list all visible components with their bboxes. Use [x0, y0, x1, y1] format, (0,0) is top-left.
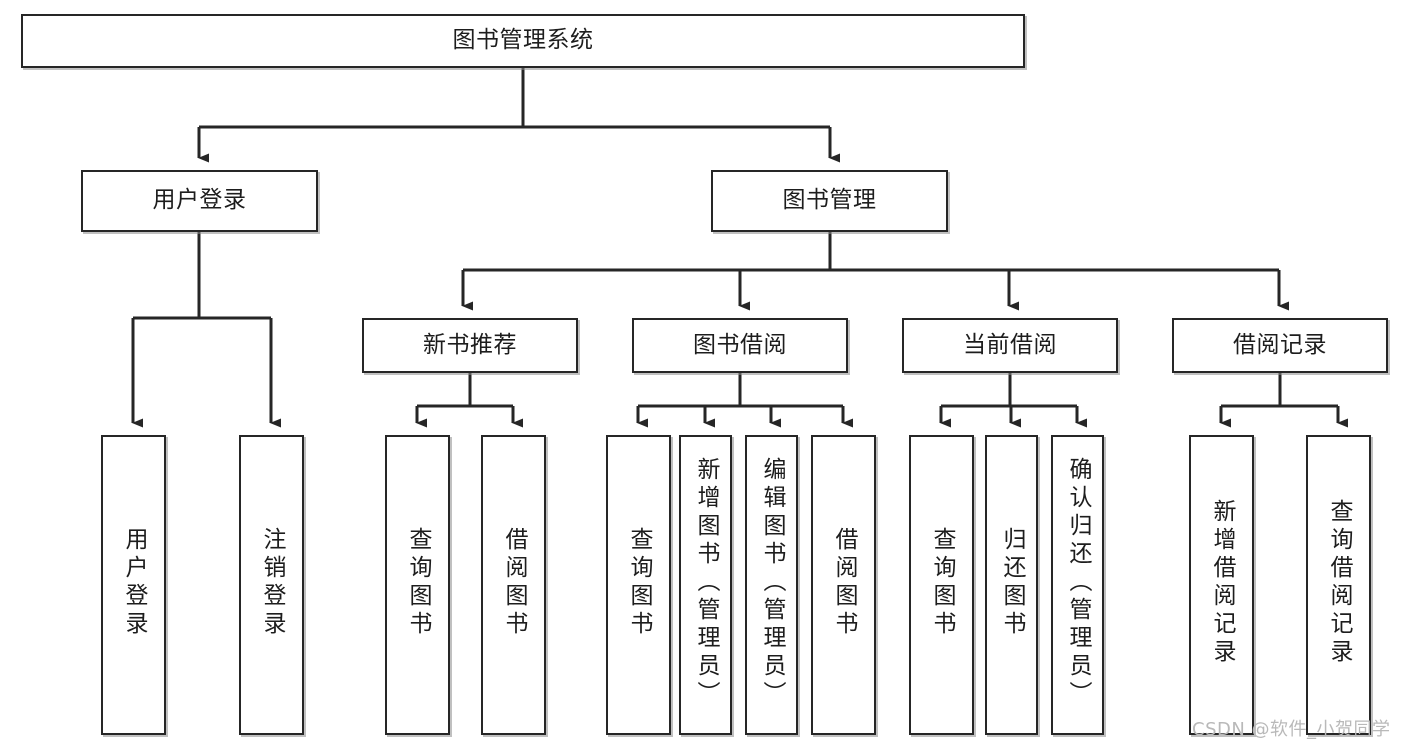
node-new-book-rec[interactable]: 新书推荐 [362, 318, 578, 373]
node-leaf-add-book-label: 新增图书（管理员） [693, 457, 719, 709]
node-leaf-query-book-3-label: 查询图书 [929, 527, 955, 639]
node-current-borrow[interactable]: 当前借阅 [902, 318, 1118, 373]
node-book-manage-label: 图书管理 [782, 187, 877, 214]
node-leaf-borrow-book-2-label: 借阅图书 [831, 527, 857, 639]
node-book-borrow[interactable]: 图书借阅 [632, 318, 848, 373]
node-leaf-query-book-2-label: 查询图书 [626, 527, 652, 639]
node-leaf-logout-label: 注销登录 [259, 527, 285, 639]
node-leaf-borrow-book-1[interactable]: 借阅图书 [481, 435, 546, 735]
node-leaf-return-book[interactable]: 归还图书 [985, 435, 1038, 735]
watermark: CSDN @软件_小贺同学 [1192, 719, 1391, 740]
node-leaf-query-record-label: 查询借阅记录 [1326, 499, 1352, 667]
node-user-login-label: 用户登录 [152, 187, 247, 214]
node-leaf-borrow-book-1-label: 借阅图书 [501, 527, 527, 639]
node-leaf-return-book-label: 归还图书 [999, 527, 1025, 639]
node-leaf-query-record[interactable]: 查询借阅记录 [1306, 435, 1371, 735]
node-leaf-logout[interactable]: 注销登录 [239, 435, 304, 735]
node-leaf-confirm-return[interactable]: 确认归还（管理员） [1051, 435, 1104, 735]
node-leaf-query-book-2[interactable]: 查询图书 [606, 435, 671, 735]
node-root[interactable]: 图书管理系统 [21, 14, 1025, 68]
node-current-borrow-label: 当前借阅 [963, 331, 1057, 358]
node-leaf-add-record[interactable]: 新增借阅记录 [1189, 435, 1254, 735]
node-leaf-confirm-return-label: 确认归还（管理员） [1065, 457, 1091, 709]
node-user-login[interactable]: 用户登录 [81, 170, 318, 232]
node-leaf-add-record-label: 新增借阅记录 [1209, 499, 1235, 667]
node-borrow-record-label: 借阅记录 [1233, 331, 1327, 358]
node-book-manage[interactable]: 图书管理 [711, 170, 948, 232]
node-leaf-add-book[interactable]: 新增图书（管理员） [679, 435, 732, 735]
node-leaf-query-book-3[interactable]: 查询图书 [909, 435, 974, 735]
node-leaf-user-login[interactable]: 用户登录 [101, 435, 166, 735]
node-leaf-query-book-1[interactable]: 查询图书 [385, 435, 450, 735]
node-leaf-query-book-1-label: 查询图书 [405, 527, 431, 639]
node-borrow-record[interactable]: 借阅记录 [1172, 318, 1388, 373]
node-leaf-user-login-label: 用户登录 [121, 527, 147, 639]
node-leaf-edit-book-label: 编辑图书（管理员） [759, 457, 785, 709]
node-leaf-borrow-book-2[interactable]: 借阅图书 [811, 435, 876, 735]
node-leaf-edit-book[interactable]: 编辑图书（管理员） [745, 435, 798, 735]
node-book-borrow-label: 图书借阅 [693, 331, 787, 358]
node-new-book-rec-label: 新书推荐 [423, 331, 517, 358]
node-root-label: 图书管理系统 [452, 27, 594, 54]
